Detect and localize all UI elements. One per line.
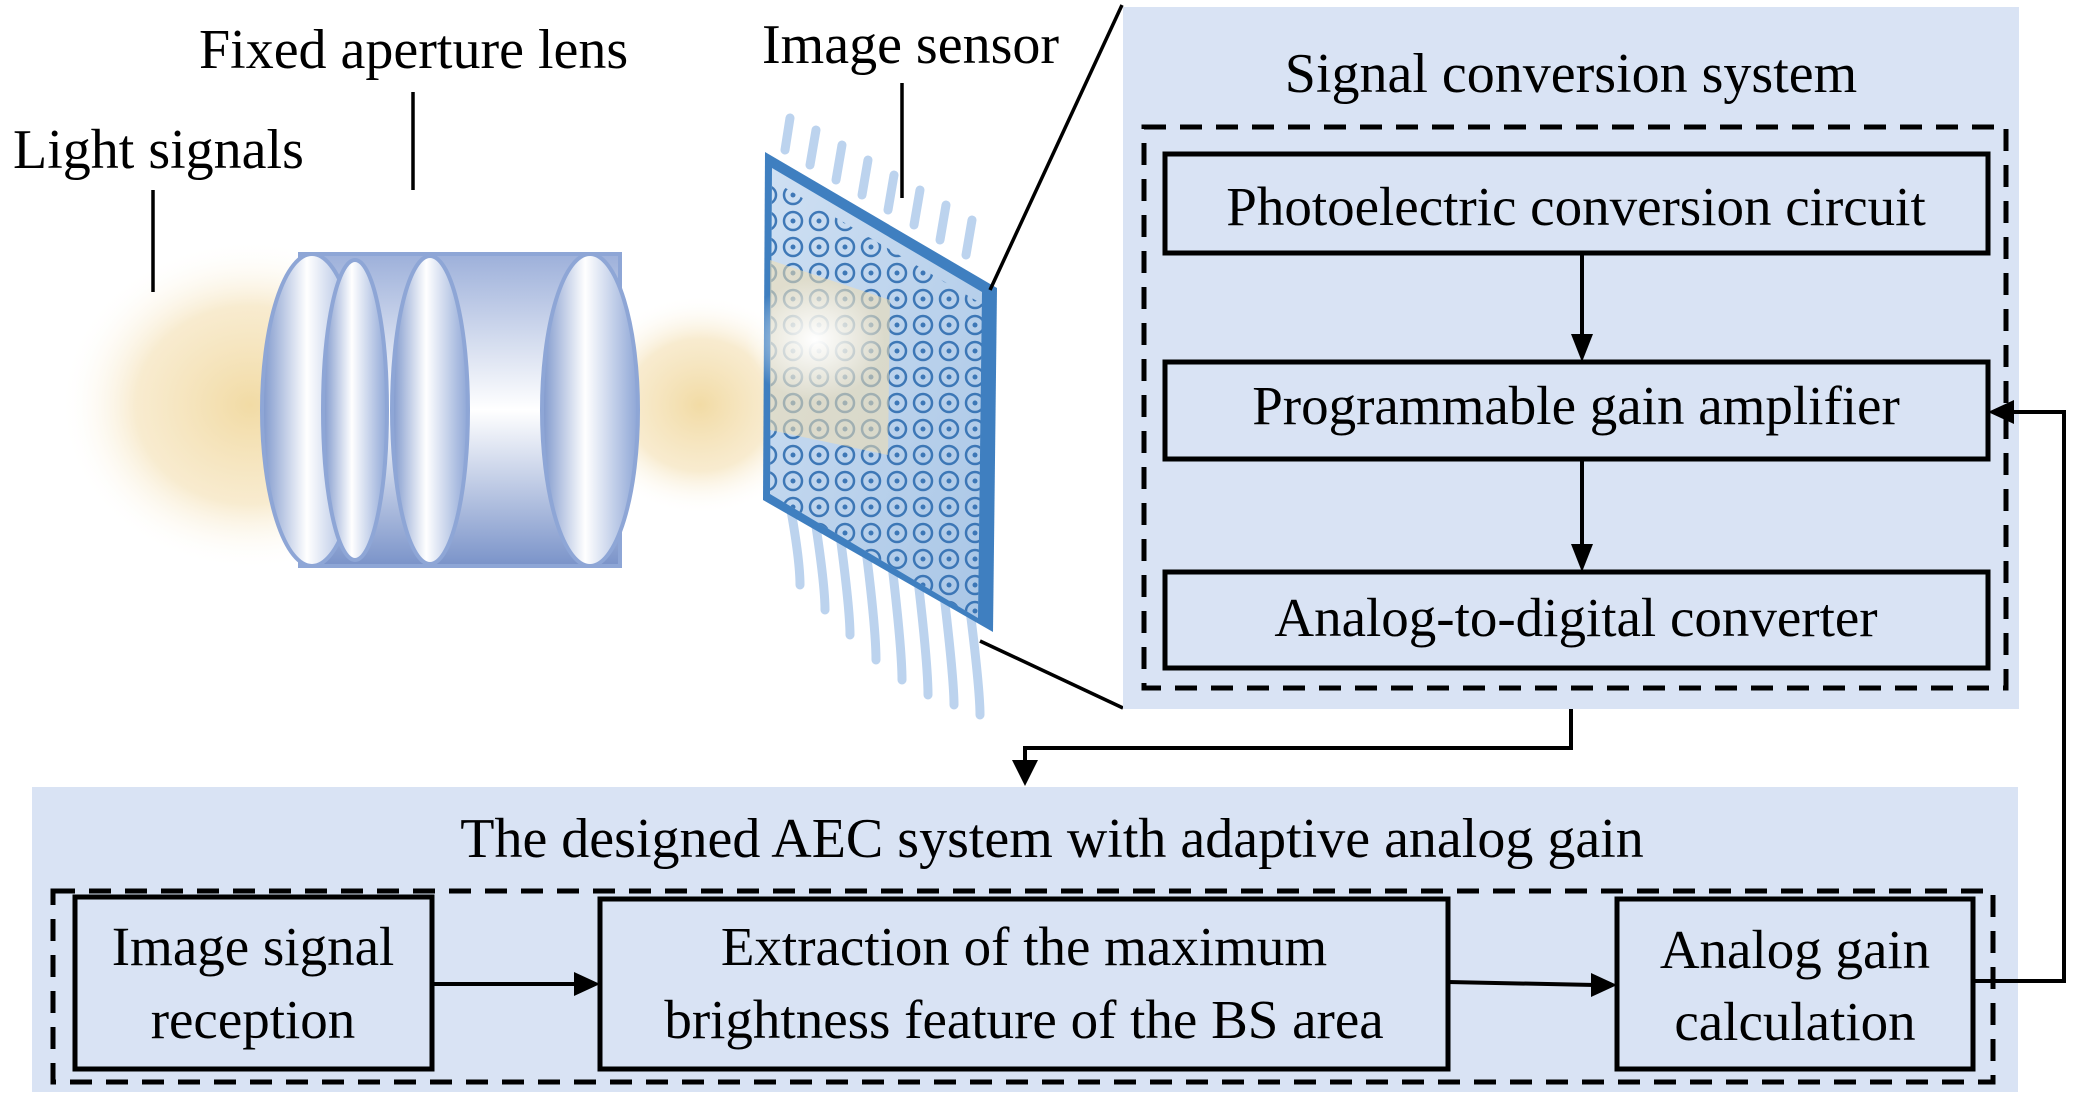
analog-to-digital-converter-block: Analog-to-digital converter [1162, 569, 1991, 671]
brightness-feature-extraction-block: Extraction of the maximum brightness fea… [597, 896, 1451, 1072]
arrowhead [1012, 760, 1038, 786]
connector-adc-to-aec [1023, 709, 1573, 762]
aec-system-panel: The designed AEC system with adaptive an… [32, 787, 2018, 1092]
lens-label: Fixed aperture lens [199, 19, 628, 81]
block-label-line2: reception [151, 989, 356, 1050]
block-label-line2: brightness feature of the BS area [664, 989, 1383, 1050]
block-label-line1: Image signal [112, 916, 395, 977]
signal-conversion-group-frame [1141, 124, 2009, 691]
photoelectric-conversion-block: Photoelectric conversion circuit [1162, 151, 1991, 256]
callout-line-top [988, 4, 1124, 291]
analog-gain-calculation-block: Analog gain calculation [1614, 896, 1976, 1072]
signal-conversion-panel: Signal conversion system Photoelectric c… [1123, 7, 2019, 709]
block-label-line1: Extraction of the maximum [721, 916, 1327, 977]
arrowhead [1988, 400, 2014, 424]
aec-system-group-frame [50, 888, 1996, 1085]
block-label-line1: Analog gain [1660, 919, 1930, 980]
callout-line-bottom [979, 639, 1124, 710]
block-label: Photoelectric conversion circuit [1226, 176, 1925, 237]
image-sensor-illustration [745, 113, 997, 720]
arrowhead [1571, 334, 1593, 362]
feedback-gain-to-pga [1973, 410, 2066, 983]
signal-conversion-title: Signal conversion system [1285, 43, 1857, 105]
lens-illustration [260, 252, 640, 568]
block-label-line2: calculation [1674, 991, 1915, 1052]
arrowhead [1571, 544, 1593, 572]
arrow-extraction-to-gain [1447, 980, 1596, 987]
image-signal-reception-block: Image signal reception [72, 894, 435, 1072]
block-label: Analog-to-digital converter [1274, 587, 1877, 648]
arrowhead [574, 972, 600, 996]
arrowhead [1591, 973, 1617, 997]
aec-system-title: The designed AEC system with adaptive an… [460, 808, 1644, 870]
programmable-gain-amplifier-block: Programmable gain amplifier [1162, 359, 1991, 462]
block-label: Programmable gain amplifier [1252, 375, 1900, 436]
light-signals-label: Light signals [13, 119, 304, 181]
image-sensor-label: Image sensor [762, 14, 1059, 76]
